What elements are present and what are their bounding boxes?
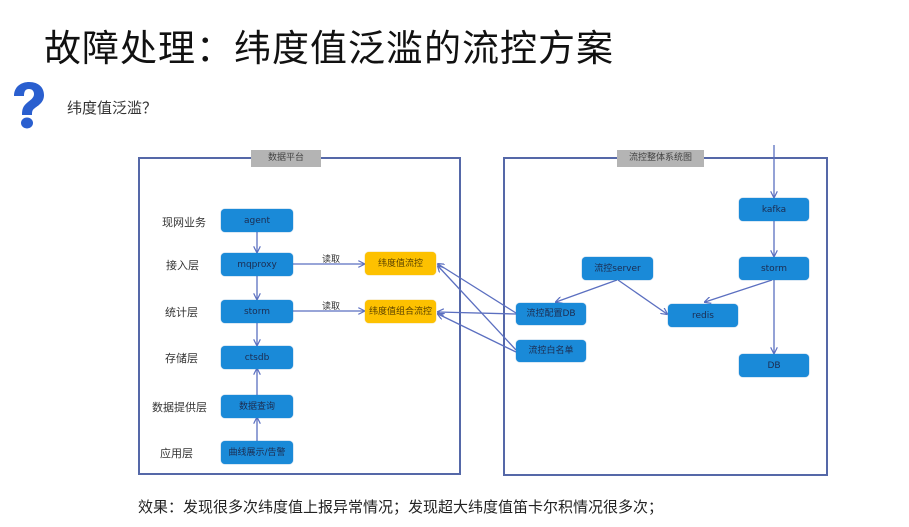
node-storm-right[interactable]: storm [739,257,809,280]
node-agent[interactable]: agent [221,209,293,232]
flow-control-system-header: 流控整体系统图 [617,150,704,167]
node-db[interactable]: DB [739,354,809,377]
layer-label-statistics: 统计层 [165,306,198,319]
slide-title: 故障处理：纬度值泛滥的流控方案 [44,27,614,70]
result-footer: 效果：发现很多次纬度值上报异常情况；发现超大纬度值笛卡尔积情况很多次； [138,498,664,516]
node-mqproxy[interactable]: mqproxy [221,253,293,276]
edge-label-read-2: 读取 [322,302,341,312]
node-data-query[interactable]: 数据查询 [221,395,293,418]
layer-label-access: 接入层 [166,259,199,272]
node-flow-control-config-db[interactable]: 流控配置DB [516,303,586,325]
layer-label-storage: 存储层 [165,352,198,365]
layer-label-application: 应用层 [160,447,193,460]
node-ctsdb[interactable]: ctsdb [221,346,293,369]
layer-label-live-business: 现网业务 [162,216,206,229]
node-dimension-combo-flow-control[interactable]: 纬度值组合流控 [365,300,436,323]
node-kafka[interactable]: kafka [739,198,809,221]
node-redis[interactable]: redis [668,304,738,327]
layer-label-data-provider: 数据提供层 [152,401,207,414]
node-storm-left[interactable]: storm [221,300,293,323]
node-chart-alarm[interactable]: 曲线展示/告警 [221,441,293,464]
subtitle: 纬度值泛滥？ [67,99,158,117]
node-flow-control-server[interactable]: 流控server [582,257,653,280]
question-mark-icon [14,82,44,129]
node-flow-control-whitelist[interactable]: 流控白名单 [516,340,586,362]
data-platform-header: 数据平台 [251,150,321,167]
node-dimension-flow-control[interactable]: 纬度值流控 [365,252,436,275]
edge-label-read-1: 读取 [322,255,341,265]
